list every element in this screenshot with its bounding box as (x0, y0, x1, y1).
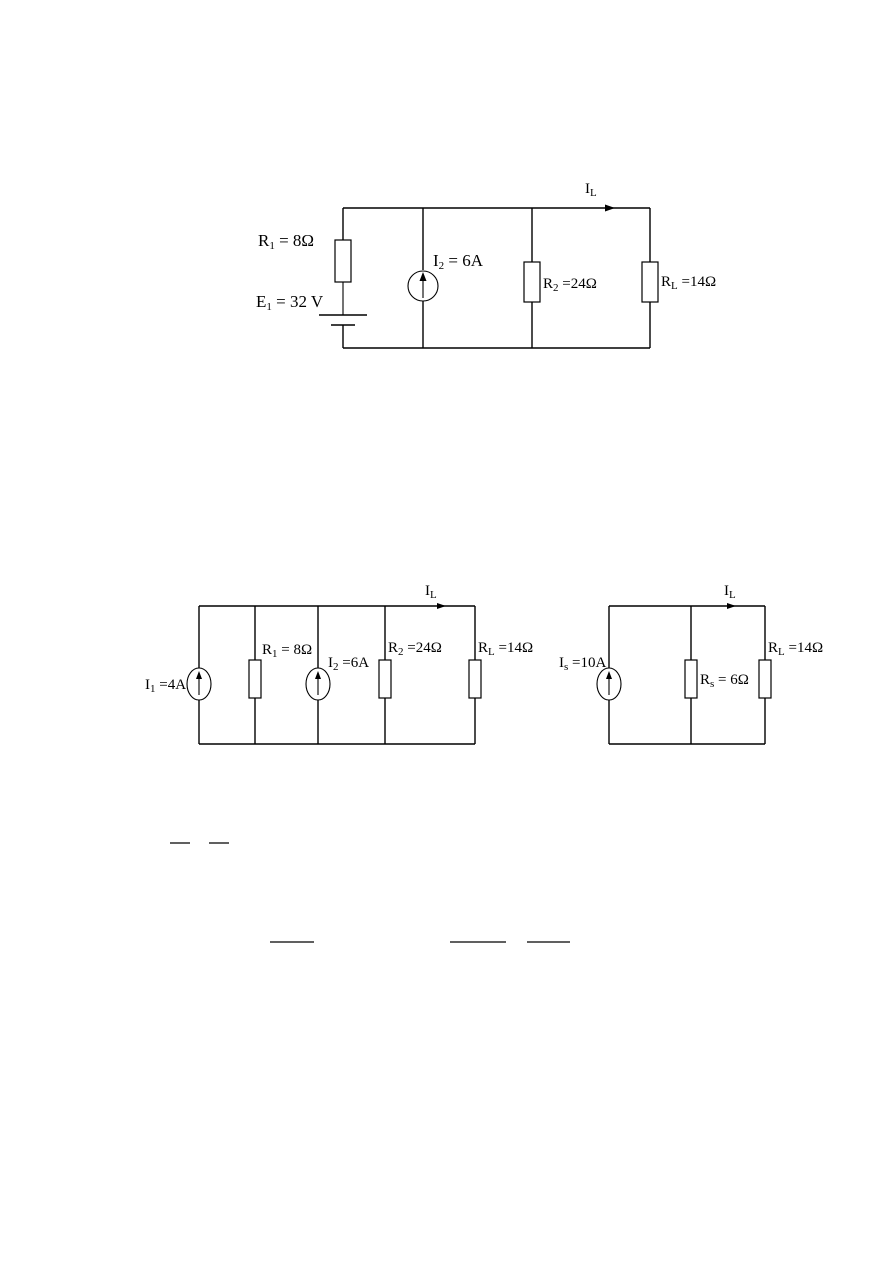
c3-rl-label: RL =14Ω (768, 640, 823, 658)
circuit-3: IL Is =10A Rs = 6Ω RL =14Ω (559, 583, 823, 745)
c2-i1-label: I1 =4A (145, 677, 186, 695)
circuit-1: IL R1 = 8Ω E1 = 32 V I2 = 6A R2 =24Ω RL … (256, 181, 716, 349)
c3-rl-resistor (758, 659, 772, 699)
c3-is-label: Is =10A (559, 655, 606, 673)
c1-i2-label: I2 = 6A (433, 251, 484, 272)
c2-rl-resistor (468, 659, 482, 699)
c1-r1-resistor (334, 239, 352, 283)
c3-rs-resistor (684, 659, 698, 699)
c2-r2-label: R2 =24Ω (388, 640, 442, 658)
c2-i1-arrow-head (196, 671, 202, 679)
c2-i2-arrow-head (315, 671, 321, 679)
c3-is-arrow-head (606, 671, 612, 679)
c2-i2-label: I2 =6A (328, 655, 369, 673)
c1-rl-label: RL =14Ω (661, 274, 716, 292)
c1-il-label: IL (585, 181, 597, 199)
c2-r1-label: R1 = 8Ω (262, 642, 312, 660)
c2-il-label: IL (425, 583, 437, 601)
c2-rl-label: RL =14Ω (478, 640, 533, 658)
c3-il-arrow-head (727, 603, 736, 609)
c1-r2-resistor (523, 261, 541, 303)
c1-i2-arrow-head (419, 272, 427, 281)
circuit-2: IL I1 =4A R1 = 8Ω I2 =6A R2 =24Ω RL =14Ω (145, 583, 533, 745)
c2-r2-resistor (378, 659, 392, 699)
c1-r2-label: R2 =24Ω (543, 276, 597, 294)
fraction-bars (170, 842, 570, 943)
c1-il-arrow-head (605, 204, 615, 212)
c2-r1-resistor (248, 659, 262, 699)
c1-r1-label: R1 = 8Ω (258, 231, 314, 252)
c1-rl-resistor (641, 261, 659, 303)
c3-rs-label: Rs = 6Ω (700, 672, 749, 690)
c3-il-label: IL (724, 583, 736, 601)
c2-il-arrow-head (437, 603, 446, 609)
c1-e1-label: E1 = 32 V (256, 292, 324, 313)
